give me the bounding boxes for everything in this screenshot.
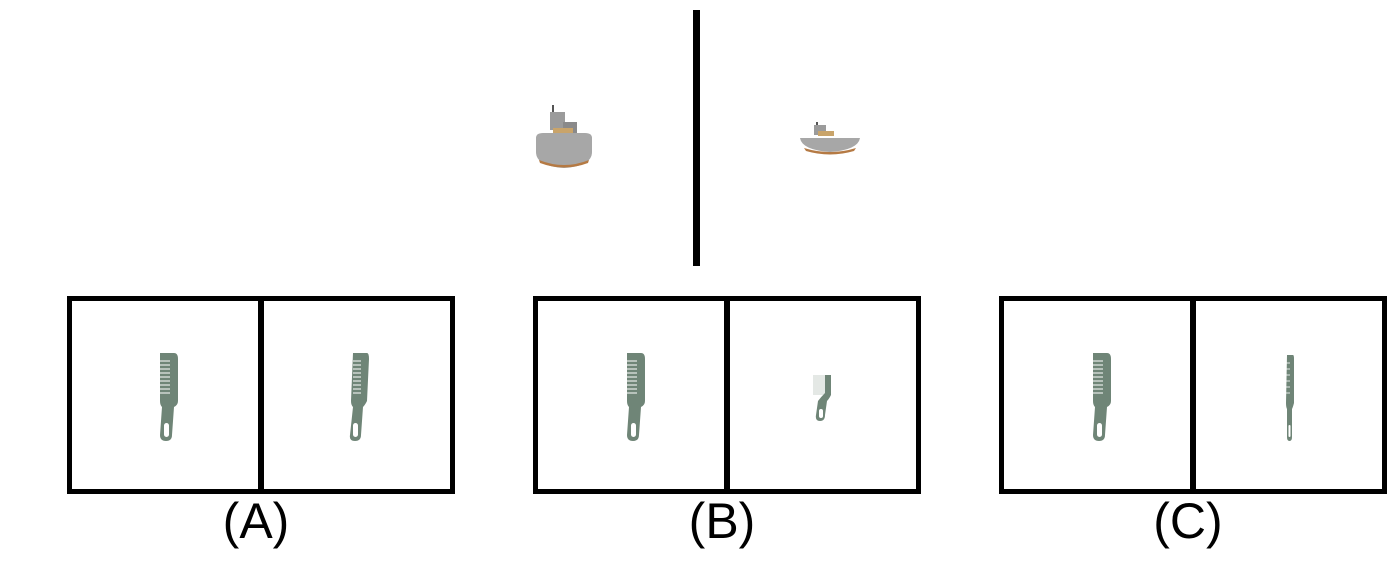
option-a-left-cell xyxy=(72,301,261,489)
option-c-divider xyxy=(1190,301,1196,489)
option-a-box[interactable] xyxy=(67,296,455,494)
option-b-right-cell xyxy=(727,301,916,489)
option-a-divider xyxy=(258,301,264,489)
option-b-box[interactable] xyxy=(533,296,921,494)
option-b-label: (B) xyxy=(688,493,756,549)
option-b-divider xyxy=(724,301,730,489)
comb-icon xyxy=(160,353,178,441)
comb-icon xyxy=(627,353,645,441)
option-a-label: (A) xyxy=(222,493,290,549)
option-c-label: (C) xyxy=(1153,493,1223,549)
comb-thin-icon xyxy=(1286,355,1294,441)
option-c-right-cell xyxy=(1193,301,1382,489)
comb-icon xyxy=(349,353,369,441)
option-c-left-cell xyxy=(1004,301,1193,489)
comb-cropped-icon xyxy=(813,375,831,421)
boat-small-image xyxy=(800,122,860,155)
option-b-left-cell xyxy=(538,301,727,489)
option-c-box[interactable] xyxy=(999,296,1387,494)
option-a-right-cell xyxy=(261,301,450,489)
boat-large-image xyxy=(536,105,592,168)
reference-divider xyxy=(693,10,700,266)
comb-icon xyxy=(1093,353,1111,441)
